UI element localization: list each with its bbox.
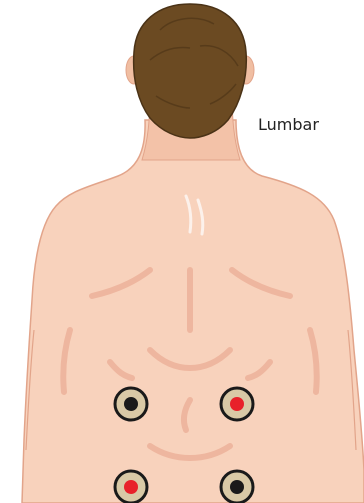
region-label: Lumbar <box>258 115 319 134</box>
electrode-pad-upper-right <box>221 388 253 420</box>
hair <box>134 4 247 138</box>
electrode-pad-lower-right <box>221 471 253 503</box>
electrode-dot-black <box>124 397 138 411</box>
electrode-pad-upper-left <box>115 388 147 420</box>
electrode-pad-lower-left <box>115 471 147 503</box>
electrode-dot-black <box>230 480 244 494</box>
electrode-dot-red <box>124 480 138 494</box>
electrode-dot-red <box>230 397 244 411</box>
